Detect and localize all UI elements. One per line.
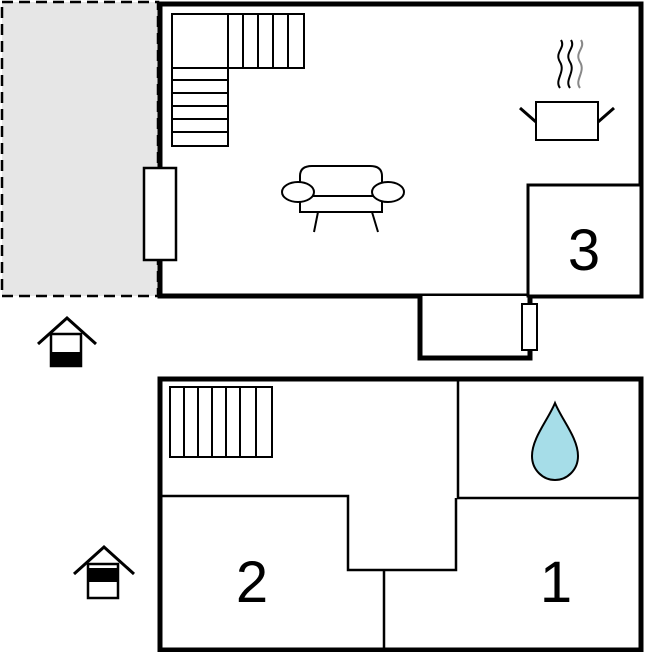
house-ground-floor-icon <box>72 544 136 600</box>
cooking-pot-icon <box>519 39 615 141</box>
room-2-number: 2 <box>236 550 268 615</box>
room-1-number: 1 <box>540 550 572 615</box>
staircase-upper <box>171 13 305 147</box>
bathroom <box>456 379 641 500</box>
terrace-door <box>142 166 178 262</box>
room-3 <box>526 183 643 298</box>
terrace <box>0 0 160 298</box>
hallway-wall <box>160 494 458 572</box>
room-3-number: 3 <box>568 218 600 283</box>
house-upper-floor-icon <box>36 315 98 368</box>
water-drop-icon <box>530 400 580 482</box>
staircase-ground <box>169 386 273 458</box>
sofa-icon <box>281 165 405 233</box>
balcony <box>417 296 533 361</box>
upper-floor: 3 <box>0 0 644 361</box>
ground-floor: 2 1 <box>157 376 644 652</box>
balcony-door <box>521 303 538 351</box>
